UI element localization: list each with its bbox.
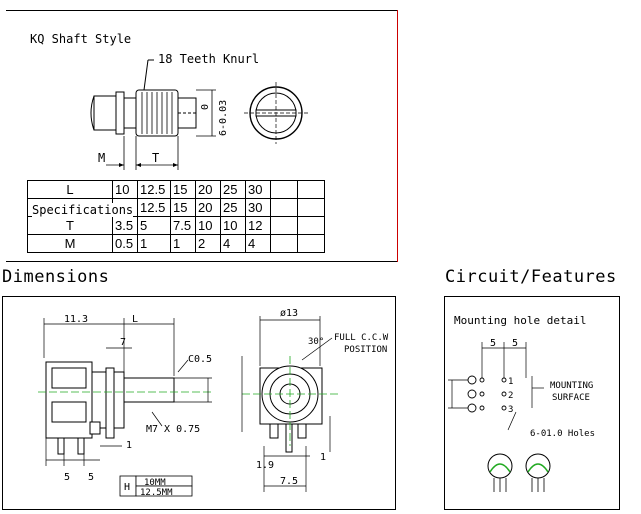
table-cell: 7.5 — [170, 216, 196, 235]
mounting-surface-1: MOUNTING — [550, 381, 593, 391]
circuit-drawing: Mounting hole detail 5 5 1 2 3 MOUNTING … — [448, 314, 595, 492]
dim-30: 30° — [308, 337, 324, 347]
table-cell: 10 — [220, 216, 246, 235]
table-cell: 12.5 — [137, 198, 171, 217]
table-row: 10 12.5 15 20 25 30 — [27, 198, 325, 217]
table-cell: 15 — [170, 180, 196, 199]
dim-zero: 0 — [200, 104, 211, 110]
dimensions-drawing: 11.3 L 7 C0.5 M7 X 0.75 1 5 5 H 10MM 12.… — [38, 308, 389, 498]
dim-m: M — [98, 151, 105, 165]
row-head: L — [27, 180, 113, 199]
dim-1: 1 — [126, 440, 132, 451]
table-cell: 25 — [220, 180, 246, 199]
table-cell: 5 — [137, 216, 171, 235]
table-cell: 1 — [170, 234, 196, 253]
table-row: L 10 12.5 15 20 25 30 — [27, 180, 325, 199]
table-cell: 12 — [245, 216, 271, 235]
pin-1-label: 1 — [508, 377, 513, 387]
holes-label: 6-01.0 Holes — [530, 429, 595, 439]
dim-phi13: ø13 — [280, 308, 298, 319]
table-cell: 10 — [112, 180, 138, 199]
full-ccw: FULL C.C.W — [334, 333, 389, 343]
row-head: T — [27, 216, 113, 235]
dim-diameter: 6-0.03 — [218, 100, 229, 136]
table-cell — [270, 234, 298, 253]
shaft-style-title: KQ Shaft Style — [30, 32, 132, 46]
dim-7: 7 — [120, 337, 126, 348]
table-cell: 20 — [195, 198, 221, 217]
h-10mm: 10MM — [144, 478, 166, 488]
table-cell — [297, 180, 325, 199]
dim-1b: 1 — [320, 452, 326, 463]
table-cell: 20 — [195, 180, 221, 199]
pin-3-label: 3 — [508, 405, 513, 415]
table-cell: 12.5 — [137, 180, 171, 199]
position: POSITION — [344, 345, 387, 355]
table-cell: 10 — [195, 216, 221, 235]
dim-5a: 5 — [64, 472, 70, 483]
shaft-drawing: 18 Teeth Knurl 0 6-0.03 M T — [90, 52, 308, 170]
knurl-label: 18 Teeth Knurl — [158, 52, 259, 66]
table-cell — [297, 234, 325, 253]
table-cell: 15 — [170, 198, 196, 217]
dim-5a-circuit: 5 — [490, 338, 496, 349]
table-cell — [270, 216, 298, 235]
table-cell: 25 — [220, 198, 246, 217]
dim-11-3: 11.3 — [64, 314, 88, 325]
spec-table: L 10 12.5 15 20 25 30 10 12.5 15 20 25 3… — [27, 180, 325, 253]
dim-t: T — [152, 151, 159, 165]
dim-1-9: 1.9 — [256, 460, 274, 471]
table-cell — [270, 180, 298, 199]
table-row: M 0.5 1 1 2 4 4 — [27, 234, 325, 253]
circuit-features-title: Circuit/Features — [445, 267, 617, 287]
table-cell: 30 — [245, 180, 271, 199]
table-cell: 1 — [137, 234, 171, 253]
table-cell: 0.5 — [112, 234, 138, 253]
dim-5b-circuit: 5 — [512, 338, 518, 349]
mounting-hole-detail: Mounting hole detail — [454, 314, 586, 327]
table-cell — [297, 198, 325, 217]
table-cell: 3.5 — [112, 216, 138, 235]
table-cell: 30 — [245, 198, 271, 217]
specifications-label: Specifications — [32, 203, 134, 217]
dimensions-title: Dimensions — [2, 267, 110, 287]
table-cell: 4 — [245, 234, 271, 253]
table-cell: 2 — [195, 234, 221, 253]
table-cell — [270, 198, 298, 217]
pin-2-label: 2 — [508, 391, 513, 401]
h-label: H — [124, 482, 130, 493]
dim-l: L — [132, 314, 138, 325]
dim-c05: C0.5 — [188, 354, 212, 365]
vertical-red-line — [397, 10, 398, 262]
row-head: M — [27, 234, 113, 253]
table-cell — [297, 216, 325, 235]
h-125mm: 12.5MM — [140, 488, 173, 498]
mounting-surface-2: SURFACE — [552, 393, 590, 403]
dim-7-5: 7.5 — [280, 476, 298, 487]
dim-m7: M7 X 0.75 — [146, 424, 200, 435]
dim-5b: 5 — [88, 472, 94, 483]
table-cell: 4 — [220, 234, 246, 253]
table-row: T 3.5 5 7.5 10 10 12 — [27, 216, 325, 235]
